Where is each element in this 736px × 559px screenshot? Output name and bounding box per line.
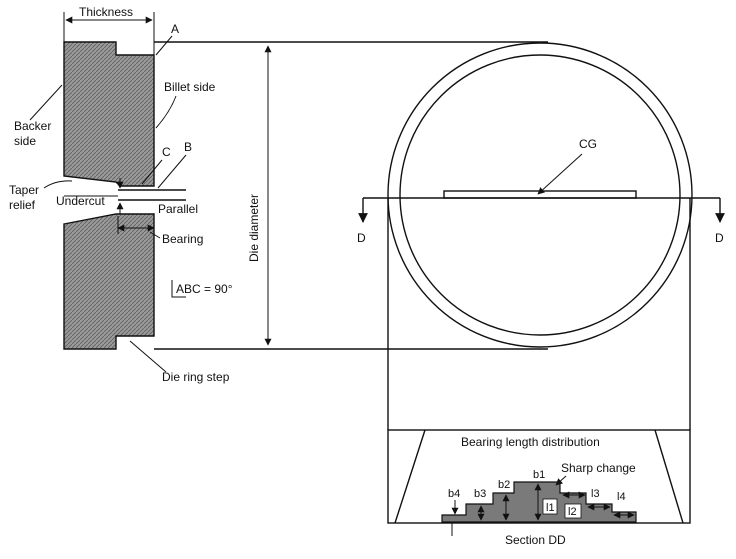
l2-label: l2 <box>568 506 577 518</box>
sharp-change-label: Sharp change <box>561 461 636 475</box>
die-outer-circle <box>387 42 693 348</box>
point-a-label: A <box>171 22 179 36</box>
point-b-leader <box>157 154 187 189</box>
cg-label: CG <box>579 137 597 151</box>
bearing-leader <box>149 231 161 239</box>
section-d-right-label: D <box>715 231 724 245</box>
bearing-length-distribution-label: Bearing length distribution <box>461 435 600 449</box>
billet-side-label: Billet side <box>164 80 216 94</box>
section-dd-frame <box>387 429 691 524</box>
taper-relief-leader <box>43 180 73 189</box>
projection-lines: Die diameter <box>154 41 548 350</box>
die-ring-step-leader <box>129 340 167 373</box>
section-taper-right <box>654 429 684 524</box>
angle-abc-label: ABC = 90° <box>176 282 233 296</box>
b1-label: b1 <box>533 469 545 481</box>
die-cross-section: Thickness A Billet side Backer side C B … <box>9 5 233 384</box>
section-taper-left <box>394 429 426 524</box>
parallel-label: Parallel <box>158 202 198 216</box>
bearing-profile <box>441 481 637 523</box>
l1-label: l1 <box>546 502 555 514</box>
die-inner-circle <box>399 54 681 336</box>
backer-side-label-1: Backer <box>14 119 51 133</box>
bearing-label: Bearing <box>162 232 203 246</box>
b4-label: b4 <box>448 488 460 500</box>
b2-label: b2 <box>498 479 510 491</box>
sharp-change-leader <box>555 475 567 486</box>
section-dd-label: Section DD <box>505 533 566 547</box>
thickness-label: Thickness <box>79 5 133 19</box>
point-c-leader <box>141 159 163 185</box>
point-c-label: C <box>162 145 171 159</box>
backer-side-label-2: side <box>14 134 36 148</box>
die-diameter-label: Die diameter <box>247 194 261 262</box>
section-dd-view: Bearing length distribution b4 b3 b2 b1 … <box>387 429 691 547</box>
point-a-leader <box>155 35 173 56</box>
point-b-label: B <box>184 140 192 154</box>
cg-leader <box>537 153 583 195</box>
l2-box <box>564 503 582 519</box>
die-face-view: CG D D <box>357 42 725 430</box>
die-upper-half <box>63 41 155 187</box>
taper-relief-label-2: relief <box>9 198 36 212</box>
l3-label: l3 <box>591 488 600 500</box>
taper-relief-label-1: Taper <box>9 183 39 197</box>
undercut-label: Undercut <box>56 194 105 208</box>
die-ring-step-label: Die ring step <box>162 370 230 384</box>
l4-label: l4 <box>617 491 626 503</box>
die-lower-half <box>63 213 155 350</box>
backer-side-leader <box>29 84 63 121</box>
angle-symbol <box>171 280 186 298</box>
billet-side-leader <box>155 95 177 129</box>
section-d-left-label: D <box>357 231 366 245</box>
b3-label: b3 <box>474 488 486 500</box>
l1-box <box>542 498 558 515</box>
